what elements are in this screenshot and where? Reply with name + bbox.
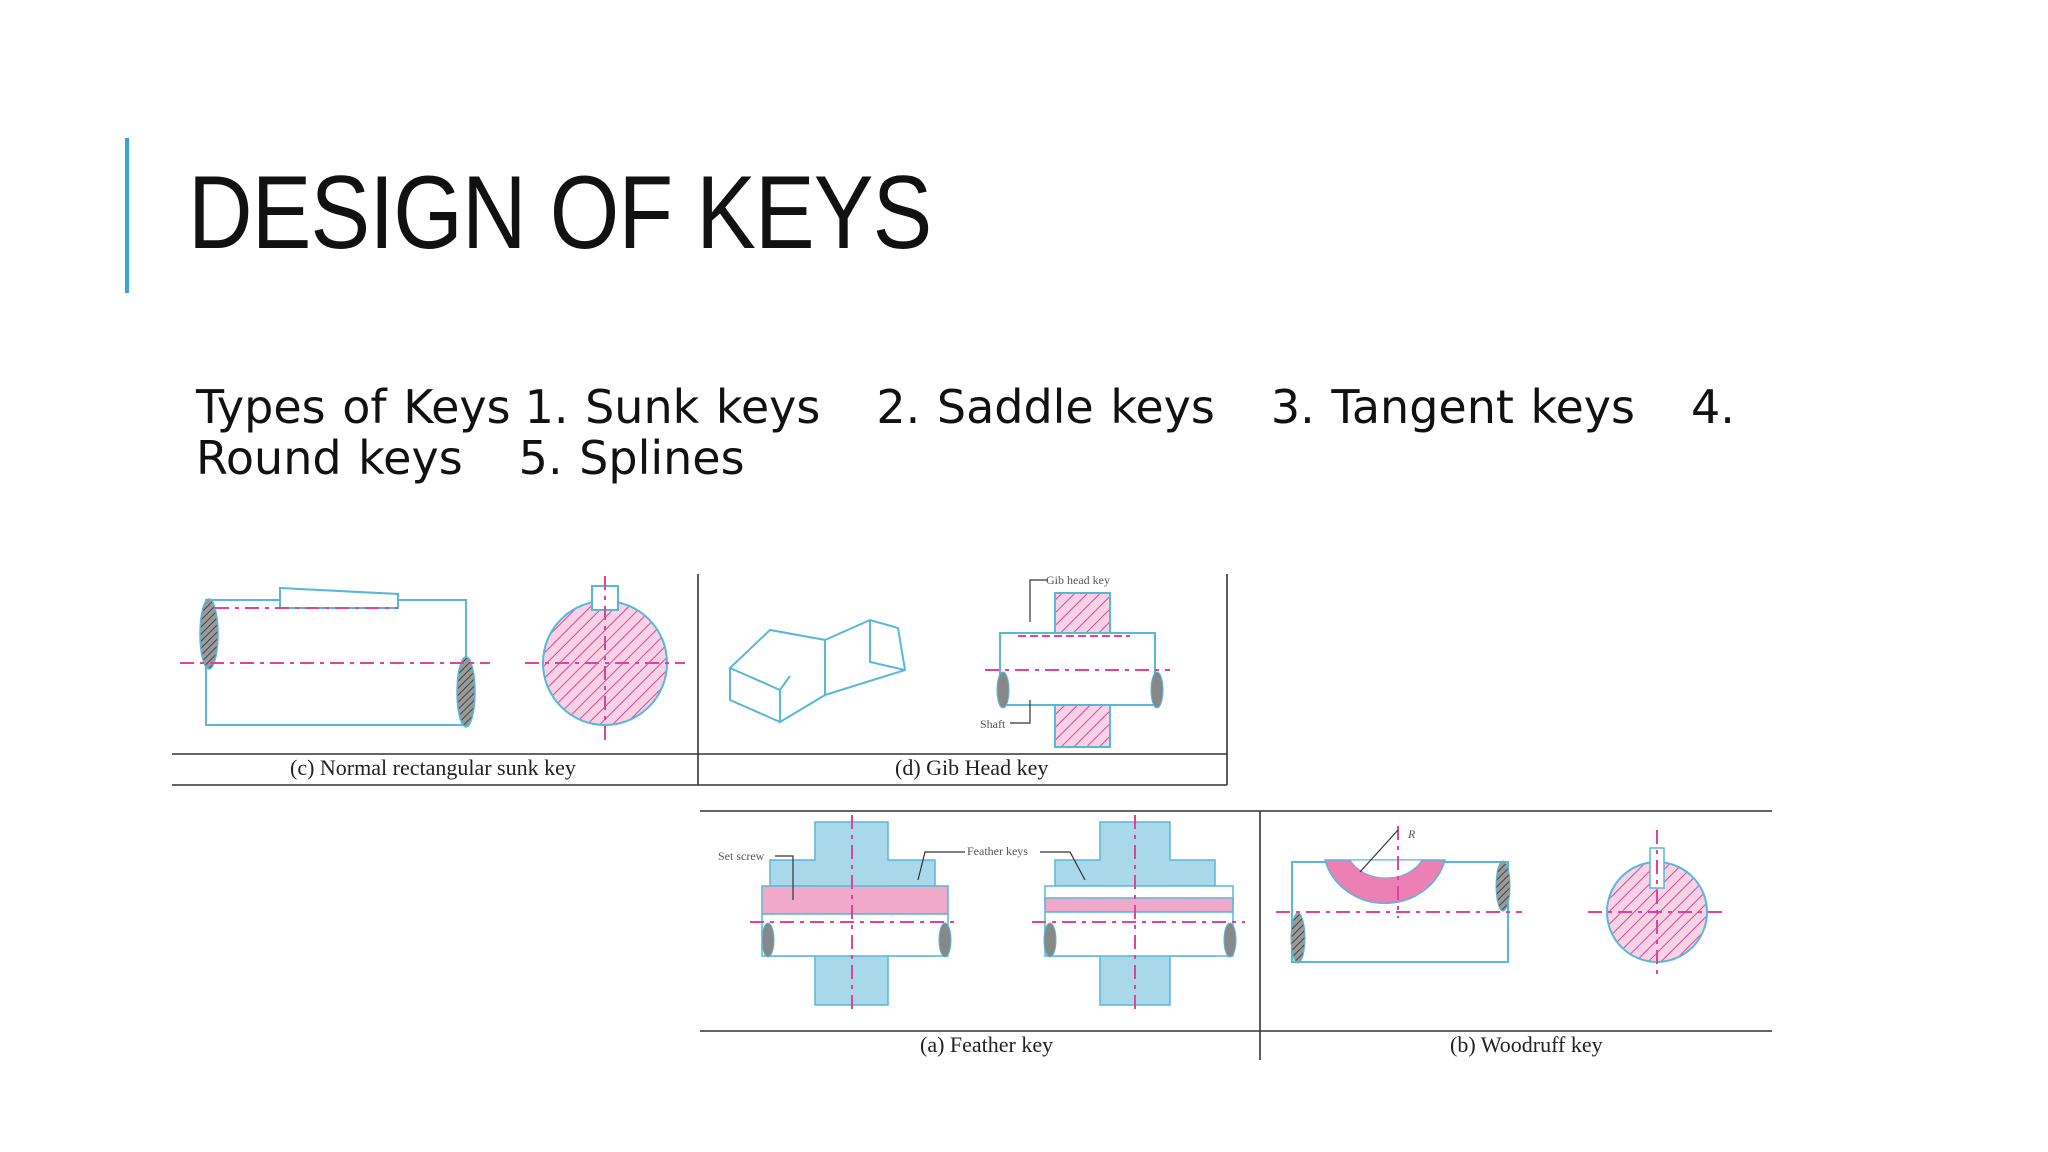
feather-key-right [1032, 815, 1245, 1010]
gib-head-label: Gib head key [1046, 573, 1110, 587]
bottom-figure-frame [700, 810, 1772, 1060]
caption-a: (a) Feather key [920, 1032, 1053, 1057]
shaft-label: Shaft [980, 717, 1006, 731]
slide-title: DESIGN OF KEYS [188, 155, 932, 271]
key-type-5: 5. Splines [518, 431, 745, 485]
key-type-1: 1. Sunk keys [524, 380, 821, 434]
woodruff-key-side-view [1276, 826, 1522, 964]
gib-head-key-assembly [985, 579, 1170, 748]
key-type-2: 2. Saddle keys [876, 380, 1215, 434]
radius-label: R [1407, 827, 1416, 841]
gib-head-key-isometric [728, 618, 907, 724]
woodruff-key-section [1588, 830, 1728, 980]
caption-b: (b) Woodruff key [1450, 1032, 1603, 1057]
feather-key-left [750, 815, 965, 1010]
caption-d: (d) Gib Head key [895, 755, 1048, 780]
title-accent-bar [125, 138, 129, 293]
set-screw-label: Set screw [718, 849, 765, 863]
feather-keys-label: Feather keys [967, 844, 1028, 858]
top-figure-frame [172, 574, 1228, 786]
caption-c: (c) Normal rectangular sunk key [290, 755, 576, 780]
key-type-4: 4. Round keys [196, 380, 1735, 485]
sunk-key-section [525, 576, 685, 742]
intro-label: Types of Keys [196, 380, 511, 434]
sunk-key-side-view [180, 586, 490, 728]
key-type-3: 3. Tangent keys [1270, 380, 1635, 434]
